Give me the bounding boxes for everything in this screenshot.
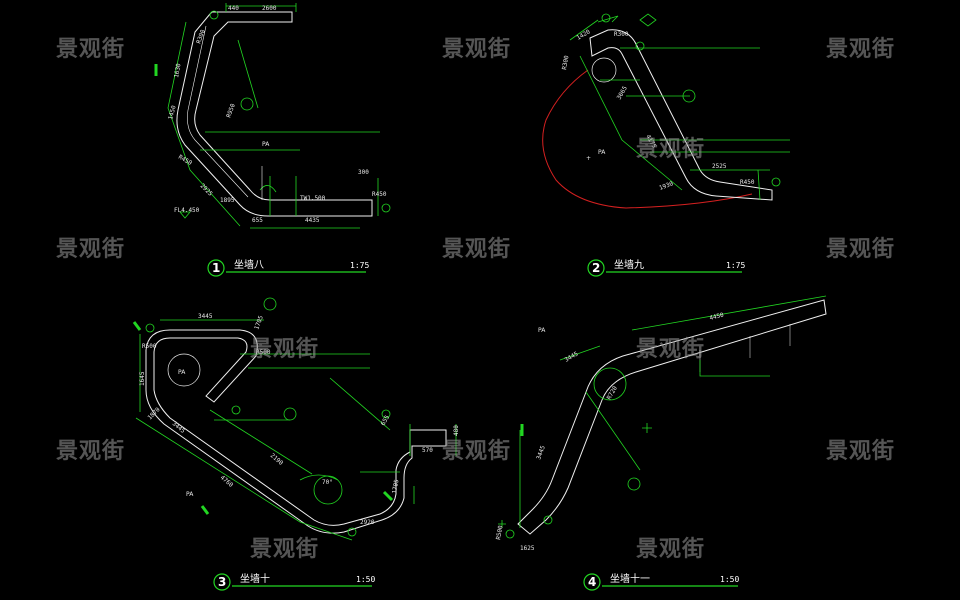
dim-text: 2190 xyxy=(269,452,285,467)
svg-text:1:50: 1:50 xyxy=(720,575,739,584)
dim-text: 1450 xyxy=(167,104,178,120)
dim-text: 3445 xyxy=(535,444,547,460)
svg-text:4: 4 xyxy=(588,575,596,589)
drawing-title-2: 2 坐墙九 1:75 xyxy=(587,258,745,277)
dim-text: 300 xyxy=(358,169,369,176)
dim-text: 1895 xyxy=(220,197,235,204)
dim-text: 655 xyxy=(252,217,263,224)
watermark-text: 景观街 xyxy=(56,438,125,464)
drawing-title-3: 3 坐墙十 1:50 xyxy=(213,572,375,591)
svg-text:1:75: 1:75 xyxy=(350,261,369,270)
pa-label: PA xyxy=(538,327,546,334)
seat-wall-outline xyxy=(145,329,447,534)
dim-text: R950 xyxy=(225,102,237,118)
watermark-text: 景观街 xyxy=(826,438,895,464)
dim-text: 1625 xyxy=(520,545,535,552)
dim-text: R450 xyxy=(740,179,755,186)
svg-text:2: 2 xyxy=(592,261,600,275)
svg-text:坐墙十一: 坐墙十一 xyxy=(610,572,650,585)
pa-label: PA xyxy=(262,141,270,148)
dim-text: FL4.450 xyxy=(174,207,200,214)
dim-text: 4760 xyxy=(219,474,235,489)
dim-text: 1630 xyxy=(173,63,182,79)
dim-text: R450 xyxy=(372,191,387,198)
dim-text: 480 xyxy=(453,425,460,436)
dim-text: 1705 xyxy=(391,479,400,495)
watermark-text: 景观街 xyxy=(442,36,511,62)
watermark-text: 景观街 xyxy=(56,236,125,262)
watermark-text: 景观街 xyxy=(56,36,125,62)
pa-label: PA xyxy=(598,149,606,156)
dim-text: 1645 xyxy=(139,371,146,386)
dim-text: 4450 xyxy=(709,312,725,322)
dim-text: 4435 xyxy=(305,217,320,224)
dim-text: R500 xyxy=(142,343,157,350)
svg-text:1: 1 xyxy=(212,261,220,275)
dim-text: 2925 xyxy=(199,182,214,197)
pa-label: PA xyxy=(178,369,186,376)
drawing-title-4: 4 坐墙十一 1:50 xyxy=(583,572,739,591)
dim-text: 2525 xyxy=(712,163,727,170)
dim-text: 3445 xyxy=(564,350,580,363)
watermark-text: 景观街 xyxy=(826,36,895,62)
drawing-2-seat-wall: 1420 R300 4175 2525 R450 1930 R300 3065 … xyxy=(542,13,790,277)
seat-wall-outline xyxy=(589,29,773,201)
svg-text:坐墙十: 坐墙十 xyxy=(240,572,270,585)
drawing-title-1: 1 坐墙八 1:75 xyxy=(207,258,369,277)
watermark-text: 景观街 xyxy=(636,136,705,162)
dim-text: 3065 xyxy=(616,85,629,101)
dim-text: TW1.500 xyxy=(300,195,326,202)
watermark-text: 景观街 xyxy=(442,438,511,464)
dim-text: 2600 xyxy=(262,5,277,12)
dim-text: 655 xyxy=(380,414,392,427)
dim-text: R500 xyxy=(495,525,504,541)
dim-text: 2920 xyxy=(360,519,375,526)
watermark-text: 景观街 xyxy=(250,536,319,562)
dim-text: R300 xyxy=(195,28,207,44)
watermark-text: 景观街 xyxy=(826,236,895,262)
svg-text:坐墙九: 坐墙九 xyxy=(614,258,644,271)
watermark-text: 景观街 xyxy=(636,336,705,362)
svg-text:1:75: 1:75 xyxy=(726,261,745,270)
svg-text:坐墙八: 坐墙八 xyxy=(234,258,264,271)
planting-boundary xyxy=(542,69,753,209)
svg-text:+: + xyxy=(586,155,591,162)
drawing-1-seat-wall: 440 2600 R300 1630 1450 2925 R450 R950 1… xyxy=(154,3,391,277)
watermark-layer: 景观街 景观街 景观街 景观街 景观街 景观街 景观街 景观街 景观街 景观街 … xyxy=(56,36,895,562)
dim-text: 3445 xyxy=(171,420,187,435)
watermark-text: 景观街 xyxy=(250,336,319,362)
dim-text: 1930 xyxy=(658,180,674,192)
dim-text: R300 xyxy=(614,31,629,38)
seat-wall-outline xyxy=(517,299,827,535)
svg-text:3: 3 xyxy=(218,575,226,589)
dim-text: 1420 xyxy=(576,28,592,41)
dim-text: R300 xyxy=(561,55,570,71)
dim-text: 570 xyxy=(422,447,433,454)
dim-text: 440 xyxy=(228,5,239,12)
svg-text:1:50: 1:50 xyxy=(356,575,375,584)
dim-text: R450 xyxy=(177,154,193,167)
dim-text: 3445 xyxy=(198,313,213,320)
watermark-text: 景观街 xyxy=(442,236,511,262)
dim-text: 1705 xyxy=(253,314,265,330)
dim-text: R500 xyxy=(256,349,271,356)
watermark-text: 景观街 xyxy=(636,536,705,562)
pa-label: PA xyxy=(186,491,194,498)
dim-text: 70° xyxy=(322,479,333,486)
